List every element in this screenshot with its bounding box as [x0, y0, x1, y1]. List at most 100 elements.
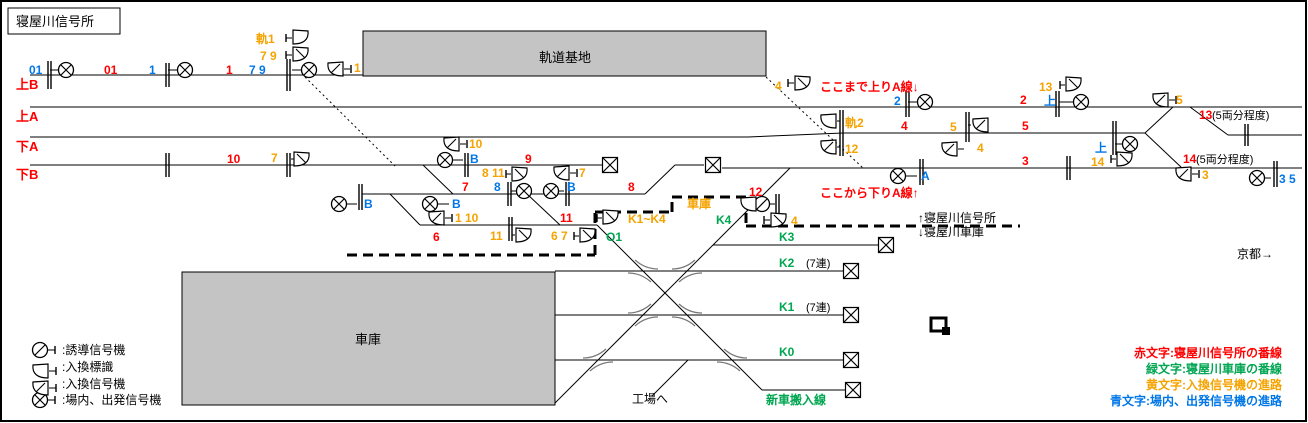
- diagram-label: 4: [901, 119, 908, 133]
- diagram-label: :場内、出発信号機: [62, 392, 161, 407]
- diagram-label: K3: [779, 230, 795, 244]
- buffer-stop-icon: [704, 156, 722, 174]
- diagram-label: :入換標識: [62, 360, 113, 374]
- shunt-signal-icon: [446, 138, 457, 149]
- shunt-signal-icon: [1068, 78, 1079, 89]
- home-departure-signal-icon: [1124, 138, 1136, 150]
- double-tick: [565, 182, 570, 206]
- diagram-label: 3: [1022, 154, 1029, 168]
- buffer-stop-icon: [842, 351, 860, 369]
- home-departure-signal-icon: [892, 170, 904, 182]
- diagram-label: 車庫: [355, 332, 381, 347]
- diagram-label: 3 5: [1279, 172, 1296, 186]
- diagram-label: 1: [354, 61, 361, 75]
- slip-curve: [671, 259, 703, 283]
- track-base-building: [362, 30, 767, 77]
- diagram-label: 13: [1039, 80, 1053, 94]
- shunt-marker-icon: [820, 113, 837, 129]
- shunt-signal-icon: [1119, 153, 1130, 164]
- double-tick: [1273, 161, 1278, 187]
- double-tick: [47, 61, 52, 89]
- track-line: [389, 193, 421, 226]
- diagram-label: 青文字:場内、出発信号機の進路: [1110, 393, 1283, 408]
- shunt-signal-icon: [1178, 168, 1189, 179]
- diagram-label: O1: [606, 230, 622, 244]
- diagram-label: 軌道基地: [539, 50, 591, 65]
- diagram-label: 14: [1091, 155, 1105, 169]
- shunt-signal-icon: [823, 141, 834, 152]
- track-line: [596, 224, 733, 361]
- shunt-signal-icon: [944, 143, 955, 154]
- diagram-label: (5両分程度): [1196, 152, 1253, 166]
- diagram-label: 8: [628, 180, 635, 194]
- diagram-label: 13: [1199, 108, 1213, 122]
- home-departure-signal-icon: [424, 198, 436, 210]
- diagram-label: 4: [775, 79, 782, 93]
- diagram-label: 寝屋川信号所: [16, 14, 94, 29]
- diagram-label: 11: [560, 211, 573, 225]
- double-tick: [358, 184, 363, 210]
- double-tick: [1066, 156, 1071, 180]
- home-departure-signal-icon: [1075, 96, 1087, 108]
- double-tick: [508, 217, 513, 241]
- diagram-label: 上A: [16, 109, 39, 124]
- track-line: [1144, 132, 1183, 169]
- guide-signal-icon: [756, 198, 768, 210]
- out-of-use-dotted-line: [765, 76, 864, 169]
- shunt-signal-icon: [773, 214, 784, 225]
- diagram-label: ↓寝屋川車庫: [918, 224, 984, 239]
- home-departure-signal-icon: [333, 198, 345, 210]
- home-departure-signal-icon: [1251, 172, 1263, 184]
- title-box: [7, 7, 121, 35]
- diagram-label: 3: [1202, 168, 1209, 182]
- shunt-marker-icon: [740, 196, 757, 212]
- diagram-label: 1 10: [455, 211, 479, 225]
- diagram-label: 11: [490, 229, 503, 243]
- slip-curve: [582, 348, 614, 372]
- double-tick: [165, 63, 170, 87]
- diagram-label: (7連): [806, 256, 830, 270]
- shunt-signal-icon: [431, 212, 442, 223]
- diagram-label: ここから下りA線↑: [820, 185, 919, 200]
- double-tick: [1055, 91, 1060, 117]
- double-tick: [919, 159, 924, 185]
- diagram-label: K4: [716, 213, 732, 227]
- diagram-label: :誘導信号機: [62, 342, 125, 357]
- diagram-label: 2: [894, 94, 901, 108]
- diagram-label: 緑文字:寝屋川車庫の番線: [1146, 361, 1282, 376]
- buffer-stop-icon: [842, 262, 860, 280]
- slip-curve: [716, 348, 748, 372]
- track-line: [1189, 106, 1229, 136]
- diagram-label: :入換信号機: [62, 376, 125, 391]
- diagram-label: 下B: [16, 167, 38, 182]
- diagram-label: B: [364, 197, 373, 211]
- slip-curve: [627, 259, 659, 283]
- diagram-label: 京都→: [1237, 247, 1273, 261]
- shunt-marker-icon: [292, 29, 309, 45]
- diagram-label: 8: [494, 180, 501, 194]
- shunt-signal-icon: [296, 153, 307, 164]
- track-line: [644, 164, 676, 195]
- track-line: [651, 359, 689, 397]
- diagram-label: 5: [1176, 93, 1183, 107]
- diagram-label: 下A: [16, 139, 39, 154]
- slip-curve: [671, 303, 703, 327]
- guide-signal-icon: [34, 344, 46, 356]
- diagram-label: 軌1: [256, 31, 275, 46]
- diagram-label: 10: [469, 137, 483, 151]
- diagram-label: 5: [1022, 119, 1029, 133]
- diagram-label: (5両分程度): [1212, 108, 1269, 122]
- diagram-label: ↑寝屋川信号所: [918, 210, 996, 225]
- diagram-label: 14: [1183, 152, 1197, 166]
- diagram-label: 黄文字:入換信号機の進路: [1146, 377, 1283, 392]
- diagram-label: 車庫: [687, 196, 711, 211]
- double-tick: [165, 153, 170, 177]
- diagram-label: 12: [749, 185, 763, 199]
- diagram-label: B: [470, 152, 479, 166]
- home-departure-signal-icon: [179, 64, 191, 76]
- double-tick: [1112, 121, 1117, 155]
- diagram-label: 7 9: [260, 49, 277, 63]
- double-tick: [965, 112, 970, 142]
